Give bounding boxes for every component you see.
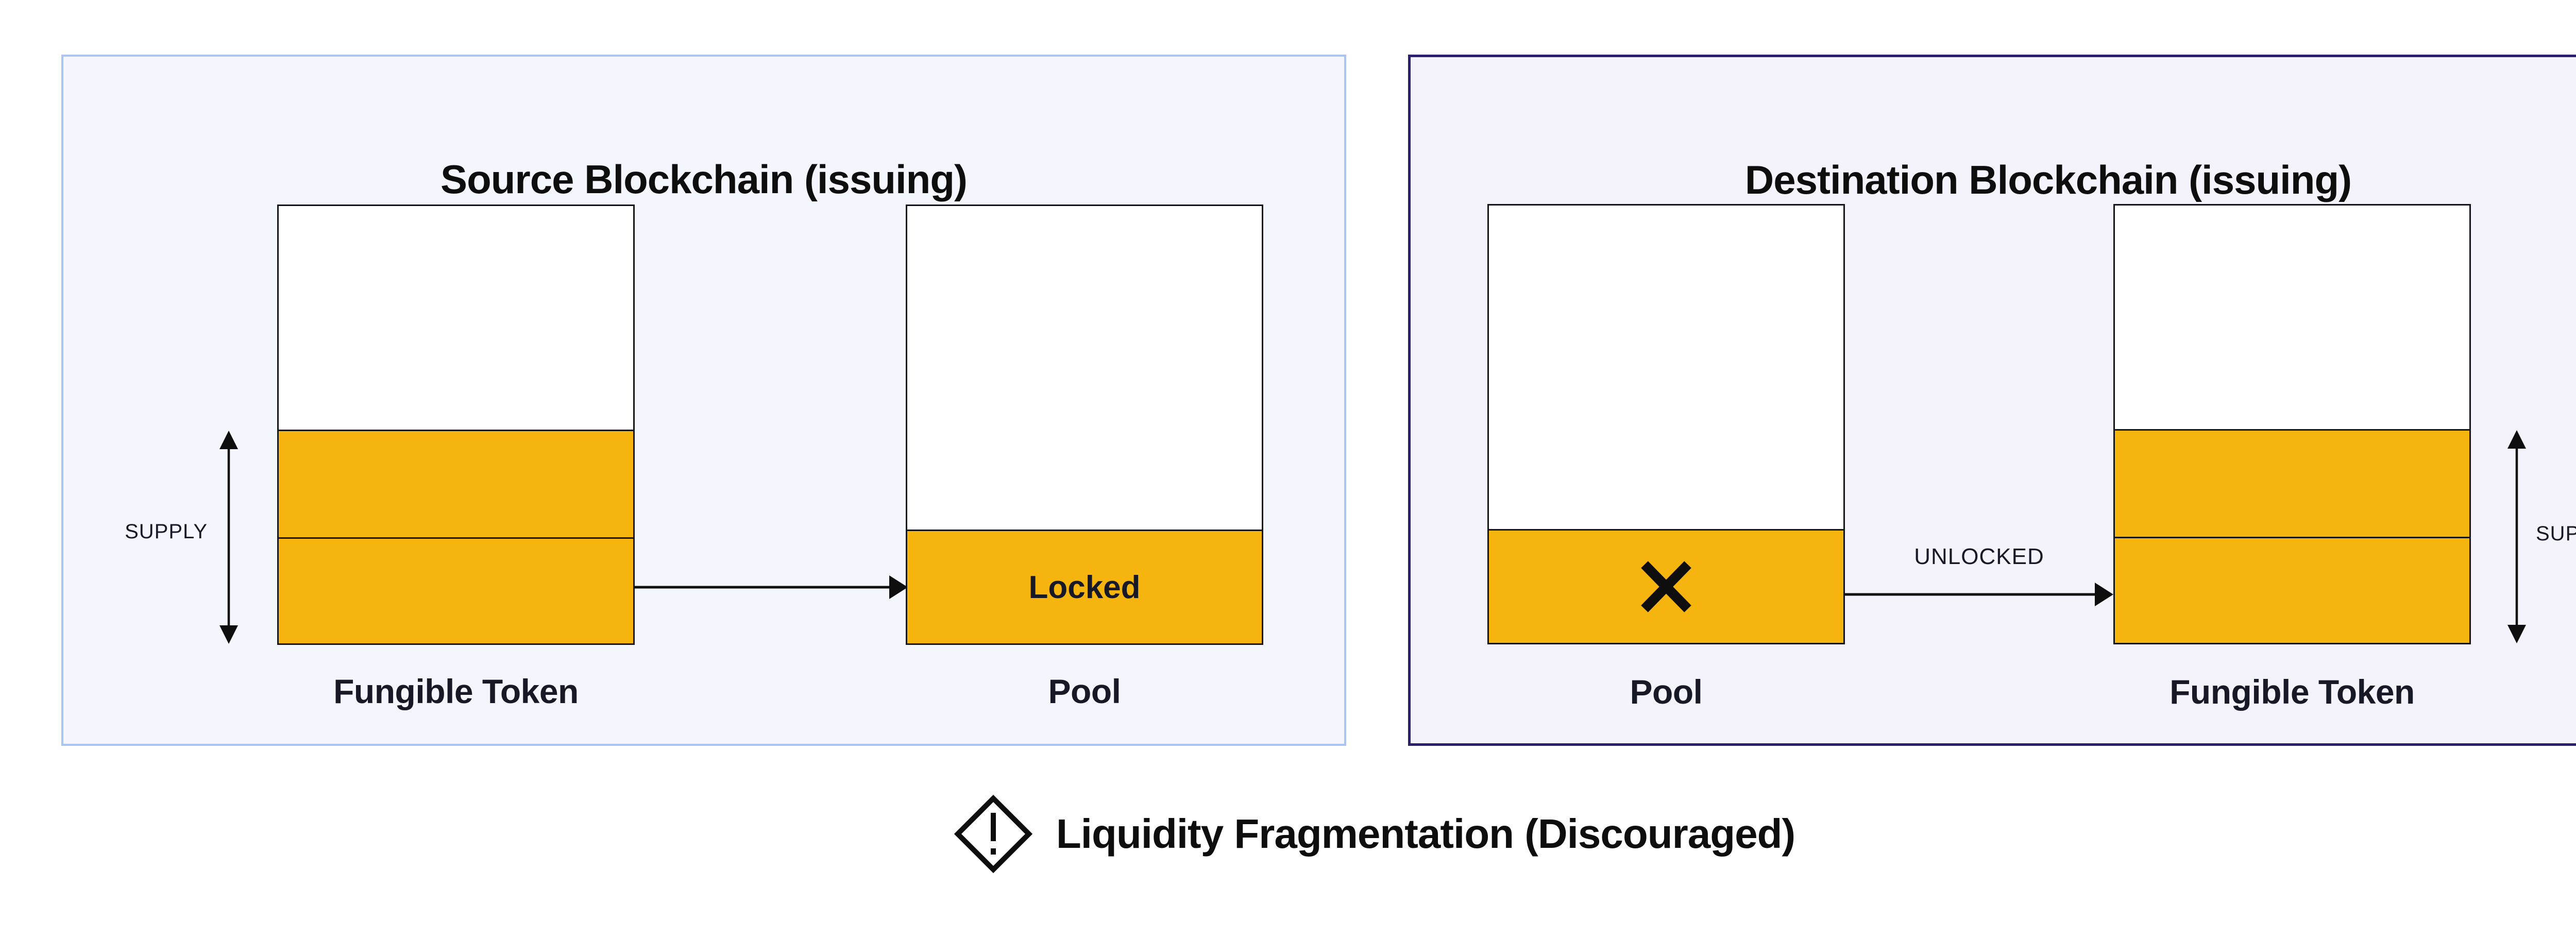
source-fungible-token-box	[277, 204, 635, 645]
circulating-supply-section	[2115, 429, 2469, 537]
cross-icon	[1641, 561, 1691, 612]
destination-supply-label: SUPPLY	[2536, 522, 2576, 545]
fungible-token-label: Fungible Token	[2170, 673, 2415, 711]
caption: Liquidity Fragmentation (Discouraged)	[0, 793, 2576, 875]
arrow-right-icon	[635, 575, 908, 599]
unlocked-label: UNLOCKED	[1914, 544, 2044, 569]
destination-fungible-token-box	[2113, 204, 2471, 644]
received-supply-section	[2115, 537, 2469, 643]
locked-label: Locked	[1028, 569, 1141, 605]
destination-panel-title: Destination Blockchain (issuing)	[1744, 157, 2352, 202]
double-arrow-vertical-icon	[219, 431, 238, 644]
caption-text: Liquidity Fragmentation (Discouraged)	[1056, 811, 1795, 857]
source-supply-label: SUPPLY	[125, 520, 208, 543]
circulating-supply-section	[279, 430, 633, 537]
source-blockchain-panel: Source Blockchain (issuing) SUPPLY Locke…	[61, 55, 1346, 746]
pool-empty-section	[907, 206, 1262, 530]
pool-locked-section: Locked	[907, 530, 1262, 643]
double-arrow-vertical-icon	[2507, 430, 2526, 643]
pool-label: Pool	[1630, 673, 1703, 711]
arrow-right-icon	[1845, 583, 2113, 606]
warning-diamond-icon	[954, 795, 1032, 873]
transferred-supply-section	[279, 537, 633, 643]
unissued-supply-section	[279, 206, 633, 430]
pool-label: Pool	[1048, 672, 1122, 710]
fungible-token-label: Fungible Token	[333, 672, 579, 710]
pool-empty-section	[1489, 206, 1843, 529]
destination-pool-box	[1487, 204, 1845, 644]
source-pool-box: Locked	[906, 204, 1263, 645]
source-panel-title: Source Blockchain (issuing)	[440, 157, 968, 202]
destination-blockchain-panel: Destination Blockchain (issuing) UNLOCKE…	[1408, 55, 2576, 746]
unissued-supply-section	[2115, 206, 2469, 429]
pool-disabled-section	[1489, 529, 1843, 643]
